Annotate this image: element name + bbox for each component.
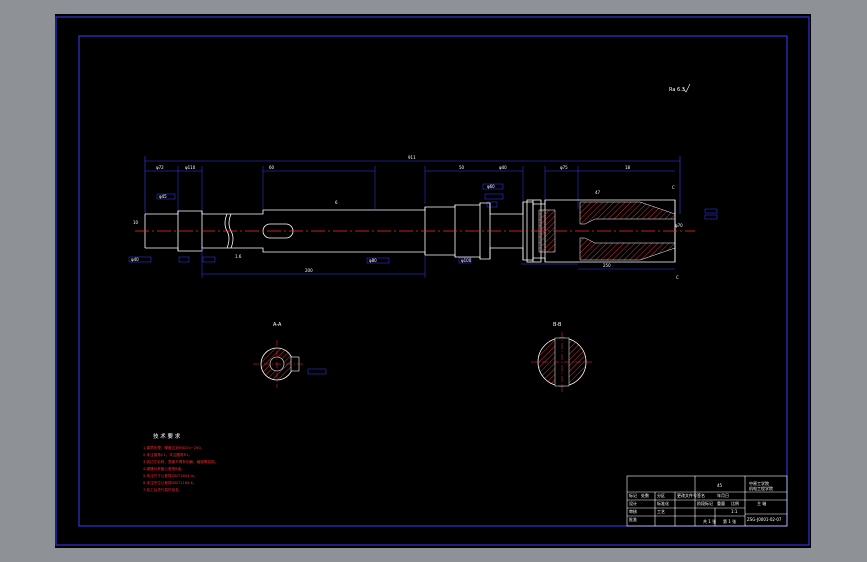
tb-r-0: 设计 (629, 500, 637, 506)
tb-part-name: 主 轴 (757, 500, 766, 506)
dim-d12: 200 (305, 268, 313, 273)
cad-drawing: Ra 6.3 911 φ72 φ110 60 50 φ40 φ75 18 (55, 16, 810, 546)
tb-sheet-info: 共 1 张 (703, 518, 716, 524)
datum-c-top: C (672, 185, 675, 190)
dim-d19: 250 (603, 263, 611, 268)
tb-h-3: 更改文件号 (677, 492, 697, 498)
tolerance-frames-top (156, 183, 718, 220)
tb-material: 45 (717, 483, 723, 488)
section-view-b: B-B (531, 322, 593, 392)
hatched-section (538, 201, 676, 261)
technical-requirements: 技 术 要 求 1.调质处理，硬度达到HB220~250。 2.未注倒角C1，未… (143, 432, 218, 492)
overall-dimension (144, 156, 681, 214)
tech-req-line-3: 3.锐边去毛刺，表面不得有划痕、磕碰等缺陷。 (143, 459, 218, 464)
dim-d6: φ75 (560, 165, 568, 170)
tb-r2-2: 批准 (629, 516, 637, 522)
roughness-note-text: Ra 6.3 (669, 87, 685, 93)
overall-dimension-text: 911 (408, 155, 416, 160)
datum-c-bottom: C (676, 275, 679, 280)
tb-h-1: 处数 (641, 492, 649, 498)
dim-d3: 60 (269, 165, 275, 170)
drawing-sheet: Ra 6.3 911 φ72 φ110 60 50 φ40 φ75 18 (55, 14, 811, 548)
dim-d18: 1.6 (235, 254, 242, 259)
dim-d16: 6 (335, 200, 338, 205)
section-view-a: A-A (253, 322, 305, 388)
tb-r-2: 阶段标记 (697, 500, 713, 506)
tb-h-0: 标记 (629, 492, 637, 498)
tol-bottom-1: φ40 (131, 257, 139, 262)
dim-d15: 10 (133, 220, 139, 225)
section-b-label: B-B (553, 322, 562, 328)
tol-bottom-3: φ100 (461, 258, 472, 263)
dim-d11: 47 (595, 190, 601, 195)
tol-top-1: φ45 (159, 194, 167, 199)
tech-req-line-6: 6.未注形位公差按GB/T1184-K。 (143, 480, 197, 485)
outer-border (55, 16, 810, 546)
tech-req-line-2: 2.未注倒角C1，未注圆角R1。 (143, 452, 192, 457)
title-block (626, 475, 788, 527)
dimension-row-lower (128, 248, 675, 375)
tb-scale: 1:1 (731, 509, 738, 514)
tb-r-3: 重量 (717, 500, 725, 506)
roughness-note: Ra 6.3 (669, 83, 691, 93)
tech-req-line-7: 7.加工后进行探伤检查。 (143, 487, 182, 492)
tb-r2-0: 审核 (629, 508, 637, 514)
tb-company-2: 机电工程学院 (749, 485, 773, 491)
tb-drawing-number: ZSG-J0001-02-07 (747, 517, 782, 522)
inner-border (78, 35, 788, 527)
dim-d7: 18 (625, 165, 631, 170)
dim-d17: φ70 (675, 223, 683, 228)
tech-req-line-5: 5.未注尺寸公差按GB/T1804-m。 (143, 473, 198, 478)
dim-d2: φ110 (185, 165, 196, 170)
tech-req-line-1: 1.调质处理，硬度达到HB220~250。 (143, 445, 204, 450)
dim-d4: 50 (459, 165, 465, 170)
tb-h-5: 年月日 (717, 492, 729, 498)
dimension-row-upper (145, 166, 675, 214)
tb-r2-1: 工艺 (657, 509, 665, 514)
tech-req-line-4: 4.键槽对称度公差按8级。 (143, 466, 185, 471)
tb-h-4: 签名 (697, 492, 705, 498)
tb-r-4: 比例 (731, 500, 739, 506)
tb-h-2: 分区 (657, 492, 665, 498)
tech-req-title: 技 术 要 求 (153, 432, 181, 440)
dim-d1: φ72 (156, 165, 164, 170)
tb-company-1: 中原工学院 (749, 480, 769, 486)
section-a-label: A-A (273, 322, 282, 328)
dim-d5: φ40 (499, 165, 507, 170)
tol-bottom-2: φ80 (369, 258, 377, 263)
tb-r-1: 标准化 (657, 500, 669, 506)
tb-sheet-no: 第 1 张 (723, 518, 736, 524)
tol-top-2: φ60 (487, 184, 495, 189)
